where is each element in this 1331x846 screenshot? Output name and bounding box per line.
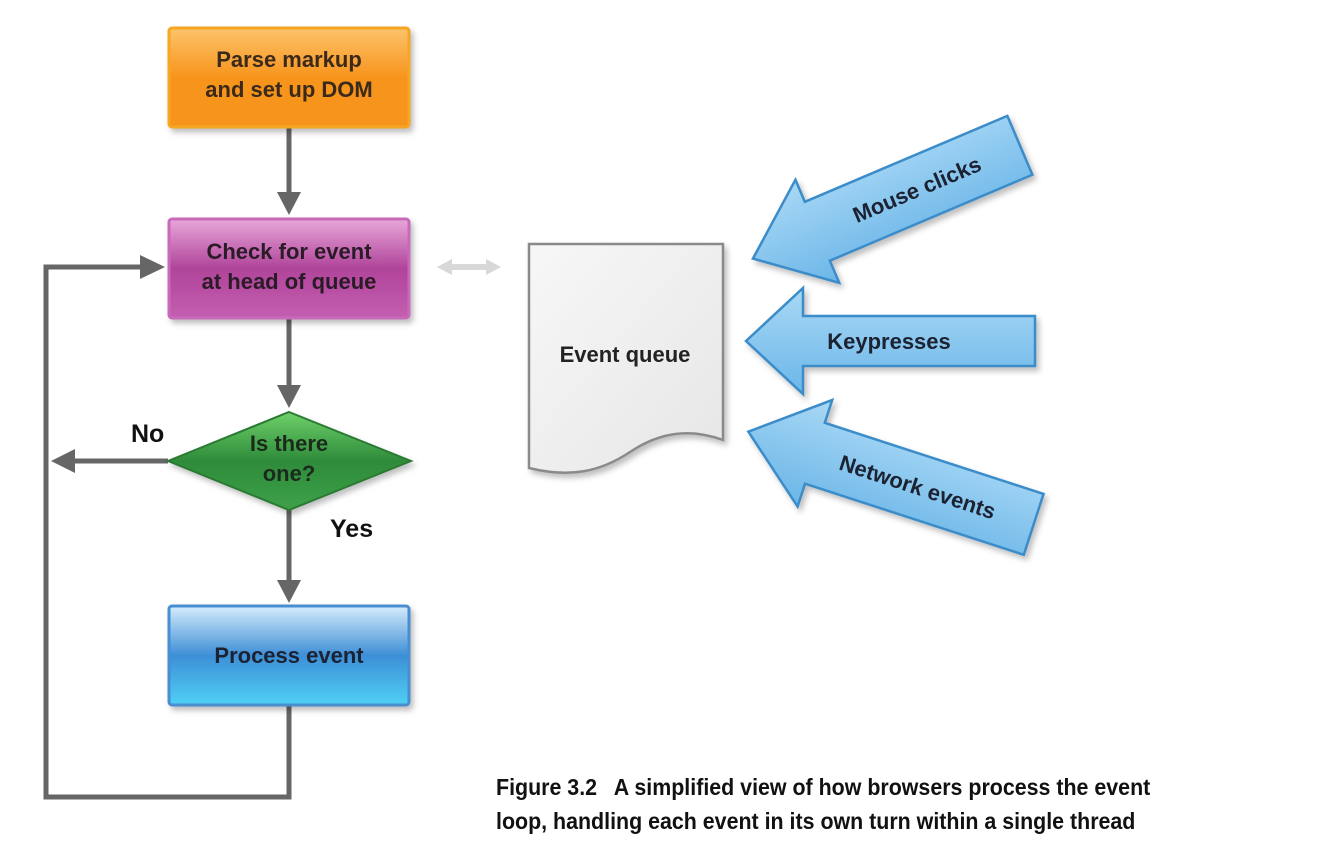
parse-box-line2: and set up DOM [205,77,372,102]
arrowhead-to-decision [277,385,301,408]
arrowhead-loop-to-check [140,255,165,279]
connector-arrowheads [51,192,301,603]
yes-label: Yes [330,515,373,543]
caption-line2: loop, handling each event in its own tur… [496,808,1136,834]
arrowhead-to-process [277,580,301,603]
arrowhead-to-check [277,192,301,215]
mouse-clicks-arrow: Mouse clicks [751,114,1035,285]
decision-diamond: Is there one? [165,410,414,512]
event-queue-document: Event queue [527,242,725,474]
caption-line1-row: Figure 3.2 A simplified view of how brows… [496,770,1268,804]
connector-process-loop-back [43,264,292,800]
network-events-arrow: Network events [746,397,1046,557]
parse-box-line1: Parse markup [216,47,362,72]
decision-line2: one? [263,461,316,486]
figure-number: Figure 3.2 [496,774,598,800]
decision-line1: Is there [250,431,328,456]
caption-line1: A simplified view of how browsers proces… [613,774,1151,800]
figure-caption: Figure 3.2 A simplified view of how brows… [496,770,1268,838]
double-arrow-icon [437,259,501,275]
check-box-line2: at head of queue [202,269,377,294]
check-event-box: Check for event at head of queue [167,217,411,320]
keypresses-arrow: Keypresses [744,285,1037,397]
process-box-label: Process event [214,643,364,668]
parse-markup-box: Parse markup and set up DOM [167,26,411,129]
process-event-box: Process event [167,604,411,707]
connectors [43,127,292,800]
event-queue-label: Event queue [560,342,691,367]
check-box-line1: Check for event [206,239,372,264]
keypresses-label: Keypresses [827,329,951,354]
arrowhead-no-left [51,449,75,473]
no-label: No [131,420,164,448]
